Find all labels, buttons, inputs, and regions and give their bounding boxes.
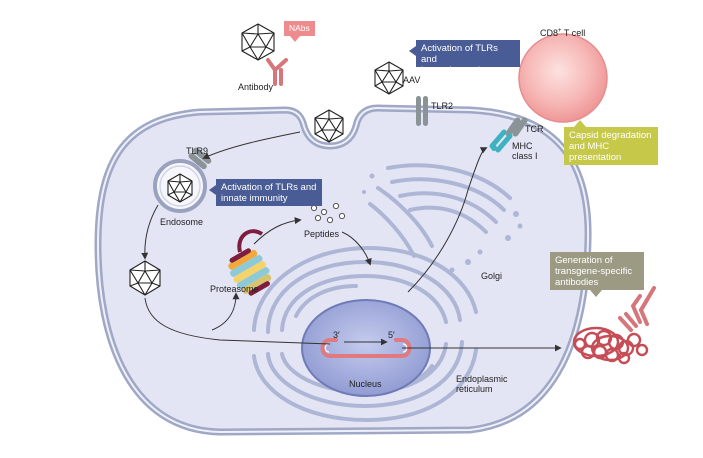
er-label: Endoplasmic reticulum — [456, 374, 508, 394]
er-label-line2: reticulum — [456, 384, 493, 394]
mhc-label: MHC class I — [512, 141, 538, 161]
callout-endo-line2: innate immunity — [221, 193, 288, 204]
capsid-line1: Capsid degradation — [569, 130, 652, 141]
er-label-line1: Endoplasmic — [456, 374, 508, 384]
capsid-line3: presentation — [569, 152, 622, 163]
callout-top-line2: innate immunity — [421, 65, 488, 76]
cd8-prefix: CD8 — [540, 28, 559, 38]
peptides — [310, 202, 346, 224]
transgene-line2: transgene-specific — [555, 266, 633, 277]
callout-top-line1: Activation of TLRs and — [421, 43, 498, 65]
aav-capsids — [129, 23, 404, 296]
transgene-line1: Generation of — [555, 255, 613, 266]
secreted-antibody-icon — [618, 286, 656, 332]
cd8-t-cell-label: CD8+ T cell — [540, 26, 585, 38]
antibody-icon — [266, 58, 288, 86]
cd8-superscript: + — [558, 28, 562, 34]
tlr9-receptor — [188, 147, 212, 170]
tlr9-label: TLR9 — [186, 146, 209, 156]
proteasome-label: Proteasome — [210, 284, 259, 294]
tlr-activation-callout-top: Activation of TLRs and innate immunity — [409, 40, 520, 76]
mhc-label-line2: class I — [512, 151, 538, 161]
tlr-activation-callout-endosome: Activation of TLRs and innate immunity — [209, 179, 322, 206]
aav-label: AAV — [403, 75, 421, 85]
cd8-t-cell — [518, 33, 608, 123]
endosome-label: Endosome — [160, 217, 204, 227]
antibody-label: Antibody — [238, 82, 274, 92]
tcr-mhc-complex — [489, 117, 528, 153]
capsid-presentation-callout: Capsid degradation and MHC presentation — [564, 120, 658, 165]
mhc-label-line1: MHC — [512, 141, 533, 151]
transgene-protein — [572, 326, 649, 365]
nucleus-label: Nucleus — [349, 379, 382, 389]
callout-endo-line1: Activation of TLRs and — [221, 182, 317, 193]
pathway-arrows — [141, 131, 562, 352]
transgene-line3: antibodies — [555, 277, 599, 288]
peptides-label: Peptides — [304, 229, 340, 239]
five-prime-label: 5′ — [388, 330, 395, 340]
tlr2-label: TLR2 — [431, 101, 454, 111]
tlr2-receptor — [416, 96, 428, 126]
cd8-suffix: T cell — [561, 28, 586, 38]
capsid-line2: and MHC — [569, 141, 610, 152]
golgi-apparatus — [368, 163, 512, 258]
proteasome — [228, 229, 272, 296]
three-prime-label: 3′ — [333, 330, 340, 340]
transgene-antibody-callout: Generation of transgene-specific antibod… — [550, 252, 644, 297]
nabs-callout: NAbs — [284, 21, 315, 42]
tcr-label: TCR — [525, 124, 544, 134]
golgi-label: Golgi — [481, 271, 503, 281]
